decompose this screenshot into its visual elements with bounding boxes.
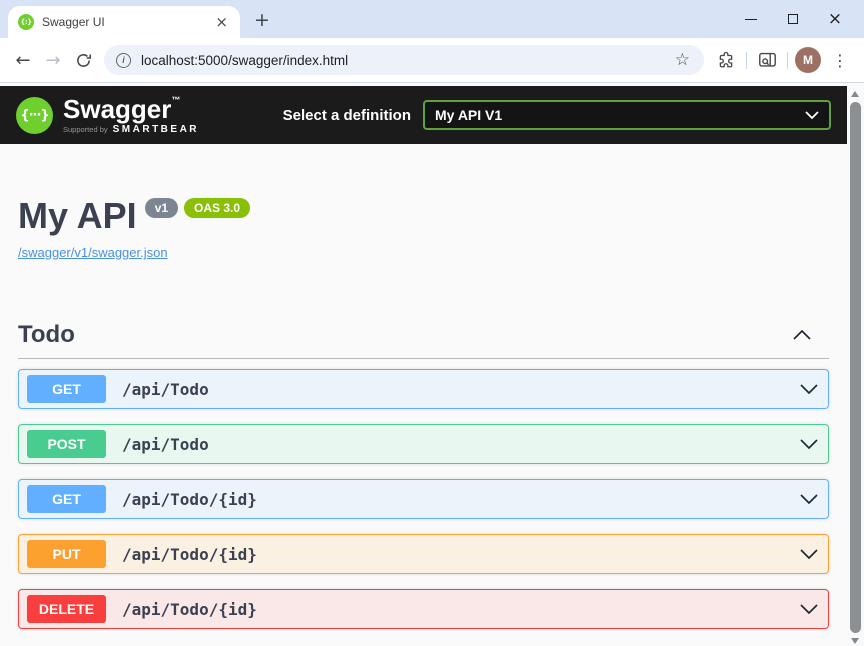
window-controls: ×	[730, 0, 856, 38]
method-badge: POST	[27, 430, 106, 459]
swagger-favicon-icon: {:}	[18, 14, 34, 30]
endpoint-path: /api/Todo/{id}	[122, 544, 257, 564]
oas-badge: OAS 3.0	[184, 198, 251, 218]
expand-operation-button[interactable]	[800, 439, 818, 450]
method-badge: GET	[27, 485, 106, 514]
operation-row[interactable]: DELETE /api/Todo/{id}	[18, 589, 829, 630]
tab-close-icon[interactable]: ×	[215, 12, 228, 31]
new-tab-button[interactable]: +	[254, 9, 270, 31]
chevron-down-icon	[800, 604, 818, 615]
swagger-topbar: {···} Swagger™ Supported by SMARTBEAR Se…	[0, 86, 847, 144]
browser-menu-button[interactable]: ⋮	[824, 45, 856, 75]
minimize-icon	[745, 18, 757, 20]
browser-tab-strip: {:} Swagger UI × + ×	[0, 0, 864, 38]
chevron-down-icon	[800, 549, 818, 560]
method-badge: DELETE	[27, 595, 106, 624]
scrollbar-thumb[interactable]	[850, 102, 861, 633]
expand-operation-button[interactable]	[800, 494, 818, 505]
extensions-button[interactable]	[710, 45, 742, 75]
reload-icon	[76, 53, 91, 67]
method-badge: PUT	[27, 540, 106, 569]
operation-row[interactable]: GET /api/Todo/{id}	[18, 479, 829, 520]
chevron-down-icon	[805, 111, 819, 119]
endpoint-path: /api/Todo	[122, 434, 209, 454]
side-panel-search-icon	[758, 52, 776, 67]
brand-name: Swagger	[63, 93, 172, 124]
page-viewport: {···} Swagger™ Supported by SMARTBEAR Se…	[0, 86, 864, 646]
profile-button[interactable]: M	[792, 45, 824, 75]
reload-button[interactable]	[68, 45, 98, 75]
supported-by-text: Supported by	[63, 124, 108, 134]
spec-json-link[interactable]: /swagger/v1/swagger.json	[18, 245, 168, 261]
operation-row[interactable]: GET /api/Todo	[18, 369, 829, 410]
chevron-down-icon	[800, 384, 818, 395]
swagger-brand: Swagger™ Supported by SMARTBEAR	[63, 93, 200, 135]
api-title-row: My API v1 OAS 3.0	[18, 194, 829, 237]
browser-toolbar: ← → i localhost:5000/swagger/index.html …	[0, 38, 864, 82]
kebab-menu-icon: ⋮	[832, 50, 848, 70]
smartbear-wordmark: SMARTBEAR	[112, 123, 200, 135]
side-panel-button[interactable]	[751, 45, 783, 75]
section-divider	[18, 358, 829, 360]
avatar: M	[795, 47, 821, 73]
method-badge: GET	[27, 375, 106, 404]
definition-select[interactable]: My API V1	[423, 100, 831, 130]
close-window-button[interactable]: ×	[814, 0, 856, 38]
operation-row[interactable]: PUT /api/Todo/{id}	[18, 534, 829, 575]
version-badge: v1	[144, 198, 179, 218]
tab-title: Swagger UI	[42, 15, 105, 29]
maximize-icon	[788, 14, 798, 24]
expand-operation-button[interactable]	[800, 384, 818, 395]
api-info: My API v1 OAS 3.0 /swagger/v1/swagger.js…	[0, 144, 847, 262]
select-definition-label: Select a definition	[282, 106, 411, 124]
expand-operation-button[interactable]	[800, 604, 818, 615]
chevron-up-icon[interactable]	[793, 330, 811, 340]
close-icon: ×	[827, 9, 843, 29]
endpoint-path: /api/Todo/{id}	[122, 489, 257, 509]
selected-definition: My API V1	[435, 107, 503, 123]
maximize-button[interactable]	[772, 0, 814, 38]
tag-section: Todo	[18, 321, 829, 360]
bookmark-star-icon[interactable]: ☆	[674, 50, 690, 70]
swagger-logo-icon: {···}	[16, 96, 53, 134]
expand-operation-button[interactable]	[800, 549, 818, 560]
address-bar[interactable]: i localhost:5000/swagger/index.html ☆	[104, 45, 704, 75]
browser-tab[interactable]: {:} Swagger UI ×	[8, 6, 240, 38]
toolbar-separator	[787, 51, 788, 69]
operation-row[interactable]: POST /api/Todo	[18, 424, 829, 465]
page-title: My API	[18, 195, 137, 236]
trademark: ™	[171, 94, 181, 105]
tag-title: Todo	[18, 321, 75, 349]
minimize-button[interactable]	[730, 0, 772, 38]
puzzle-icon	[719, 51, 733, 68]
endpoint-path: /api/Todo/{id}	[122, 599, 257, 619]
toolbar-divider	[0, 82, 864, 83]
endpoint-path: /api/Todo	[122, 379, 209, 399]
scroll-down-arrow-icon[interactable]	[851, 638, 859, 644]
back-button[interactable]: ←	[15, 49, 31, 71]
site-info-icon[interactable]: i	[116, 52, 131, 68]
forward-button[interactable]: →	[45, 49, 61, 71]
chevron-down-icon	[800, 494, 818, 505]
scroll-up-arrow-icon[interactable]	[851, 91, 859, 97]
page-scrollbar[interactable]	[847, 86, 864, 646]
chevron-down-icon	[800, 439, 818, 450]
toolbar-separator	[746, 51, 747, 69]
tag-section-header[interactable]: Todo	[18, 321, 829, 349]
url-text[interactable]: localhost:5000/swagger/index.html	[141, 52, 349, 68]
operations-list: GET /api/Todo POST /api/Todo GET /api/To…	[18, 369, 829, 630]
